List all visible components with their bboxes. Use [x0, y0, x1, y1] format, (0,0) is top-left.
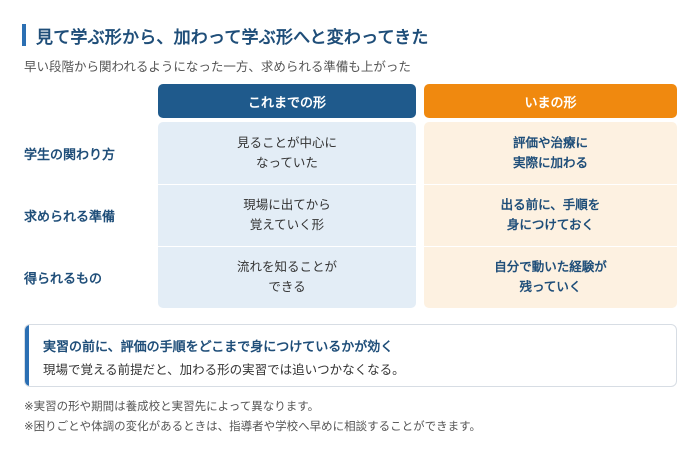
page-subtitle: 早い段階から関われるようになった一方、求められる準備も上がった [24, 59, 411, 74]
title-accent-bar [22, 24, 26, 46]
key-point-callout: 実習の前に、評価の手順をどこまで身につけているかが効く 現場で覚える前提だと、加… [24, 324, 677, 387]
footnote: ※困りごとや体調の変化があるときは、指導者や学校へ早めに相談することができます。 [24, 419, 481, 433]
row-label-preparation: 求められる準備 [24, 209, 116, 225]
before-column-panel [158, 122, 416, 308]
column-header-now: いまの形 [424, 84, 677, 118]
cell-gains-before: 流れを知ることが できる [236, 259, 337, 294]
callout-accent-bar [25, 325, 29, 386]
row-divider [424, 184, 677, 185]
row-label-involvement: 学生の関わり方 [24, 147, 116, 163]
row-divider [158, 184, 416, 185]
cell-preparation-before: 現場に出てから 覚えていく形 [243, 197, 331, 232]
cell-involvement-now: 評価や治療に 実際に加わる [512, 135, 588, 170]
footnote: ※実習の形や期間は養成校と実習先によって異なります。 [24, 399, 320, 413]
callout-heading: 実習の前に、評価の手順をどこまで身につけているかが効く [43, 340, 394, 355]
row-label-gains: 得られるもの [24, 271, 103, 287]
callout-body: 現場で覚える前提だと、加わる形の実習では追いつかなくなる。 [43, 362, 405, 377]
cell-gains-now: 自分で動いた経験が 残っていく [494, 259, 607, 294]
cell-involvement-before: 見ることが中心に なっていた [236, 135, 337, 170]
page-title-text: 見て学ぶ形から、加わって学ぶ形へと変わってきた [36, 27, 429, 48]
column-header-before: これまでの形 [158, 84, 416, 118]
row-divider [158, 246, 416, 247]
now-column-panel [424, 122, 677, 308]
cell-preparation-now: 出る前に、手順を 身につけておく [500, 197, 601, 232]
page-title: 見て学ぶ形から、加わって学ぶ形へと変わってきた [22, 24, 429, 48]
row-divider [424, 246, 677, 247]
